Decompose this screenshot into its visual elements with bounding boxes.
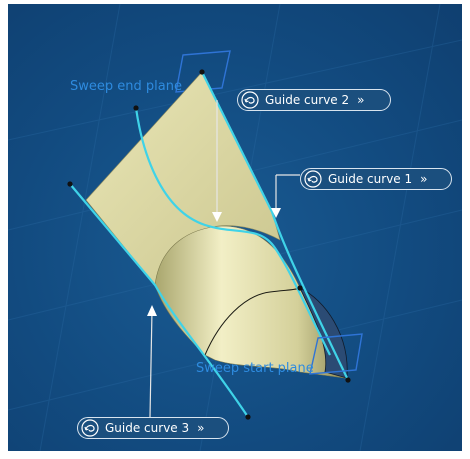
guide-curve-1-label: Guide curve 1 (328, 172, 413, 186)
guide-curve-3-callout[interactable]: Guide curve 3 » (77, 417, 229, 439)
guide-curve-2-label: Guide curve 2 (265, 93, 350, 107)
callout-arrowheads (147, 208, 281, 316)
sweep-end-plane-label: Sweep end plane (70, 79, 182, 94)
expand-chevron-icon[interactable]: » (357, 93, 364, 107)
guide-curve-2-callout[interactable]: Guide curve 2 » (237, 89, 391, 111)
guide-curve-1-line[interactable] (201, 71, 349, 381)
cylinder-edge (204, 287, 301, 356)
guide-curve-endpoints (67, 69, 351, 420)
guide-curve-1-callout[interactable]: Guide curve 1 » (300, 168, 452, 190)
sweep-end-plane-outline[interactable] (175, 50, 231, 93)
guide-curves (69, 71, 349, 418)
expand-chevron-icon[interactable]: » (420, 172, 427, 186)
sweep-scene[interactable]: Sweep end plane Sweep start plane (8, 4, 462, 451)
sweep-start-plane-outline[interactable] (309, 333, 363, 375)
callout-leaders (149, 100, 300, 418)
guide-curve-icon (241, 91, 259, 109)
guide-curve-3-line[interactable] (69, 183, 249, 418)
guide-curve-2-line[interactable] (134, 107, 331, 356)
guide-curve-3-label: Guide curve 3 (105, 421, 190, 435)
guide-curve-icon (304, 170, 322, 188)
sweep-start-plane-label: Sweep start plane (196, 361, 314, 376)
guide-curve-icon (81, 419, 99, 437)
expand-chevron-icon[interactable]: » (197, 421, 204, 435)
3d-viewport[interactable]: Sweep end plane Sweep start plane Guide … (8, 4, 462, 451)
